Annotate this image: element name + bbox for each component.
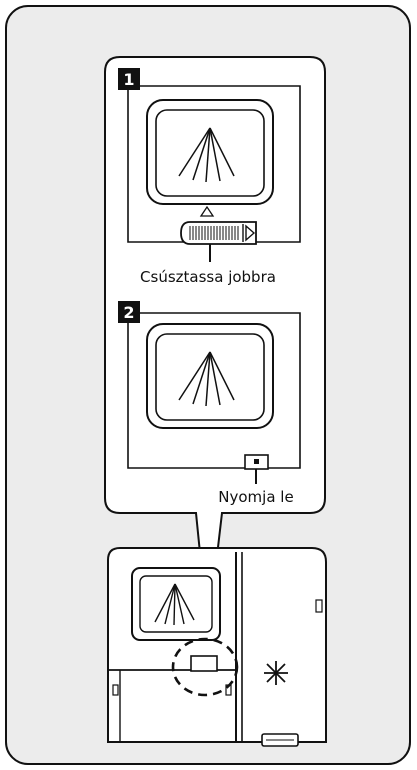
slider-grip-ridges (189, 226, 239, 240)
spray-lines-icon (178, 351, 235, 407)
dispenser-unit (107, 547, 327, 747)
sparkle-star-icon (264, 661, 288, 685)
step-2-panel: 2 Nyomja le (118, 301, 301, 506)
step-2-number: 2 (123, 303, 134, 322)
step-1-panel: 1 (118, 68, 301, 286)
spray-lines-icon (154, 583, 195, 626)
step-1-number: 1 (123, 70, 134, 89)
arrow-right-indicator-icon (245, 224, 256, 242)
step-2-badge (118, 301, 140, 323)
spray-lines-icon (178, 127, 235, 183)
step-1-badge (118, 68, 140, 90)
step-2-inner-border (127, 312, 301, 469)
step-2-window-inner (155, 333, 265, 421)
step-1-window-inner (155, 109, 265, 197)
slider-latch (180, 221, 257, 245)
highlight-dashed-circle (171, 637, 239, 697)
step-1-caption: Csúsztassa jobbra (140, 268, 276, 286)
dispenser-push-button (190, 655, 218, 672)
step-1-inner-border (127, 85, 301, 243)
arrow-up-indicator-icon (199, 205, 215, 217)
slider-body (180, 221, 257, 245)
step-2-caption: Nyomja le (218, 488, 293, 506)
dispenser-window-inner (139, 575, 213, 633)
